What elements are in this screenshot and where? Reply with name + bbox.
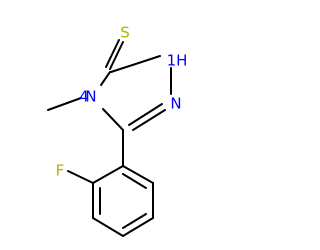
molecule-diagram: S 1H N N 4 F	[47, 24, 188, 237]
bond-ph-inner-3	[122, 173, 147, 189]
bond-n4-methyl	[47, 97, 82, 111]
bond-ph-c1-c2	[92, 165, 124, 184]
bond-ph-inner-2	[122, 213, 147, 229]
nitrogen-locant-label: 4	[79, 88, 89, 106]
fluorine-atom-label: F	[56, 162, 65, 180]
bond-c5-s-double	[105, 39, 120, 68]
bond-n2-c3	[128, 103, 163, 126]
bond-n4-c5	[100, 71, 111, 86]
nitrogen-ring-label: N	[170, 95, 181, 113]
bond-ph-c4-c5	[122, 217, 154, 237]
nitrogen-methyl-label: N	[85, 88, 96, 106]
bond-ph-f	[67, 170, 94, 184]
sulfur-atom-label: S	[120, 24, 130, 42]
bond-c3-n4	[102, 108, 124, 131]
nitrogen-nh-label: 1H	[167, 52, 188, 70]
bond-c5-n1	[110, 55, 161, 73]
bond-ph-c3-c4	[92, 217, 124, 237]
bond-ph-c6-c1	[122, 165, 154, 184]
bond-c5-s	[109, 41, 124, 70]
structure-svg: S 1H N N 4 F	[47, 24, 188, 237]
bond-n2-c3-double	[132, 109, 166, 131]
